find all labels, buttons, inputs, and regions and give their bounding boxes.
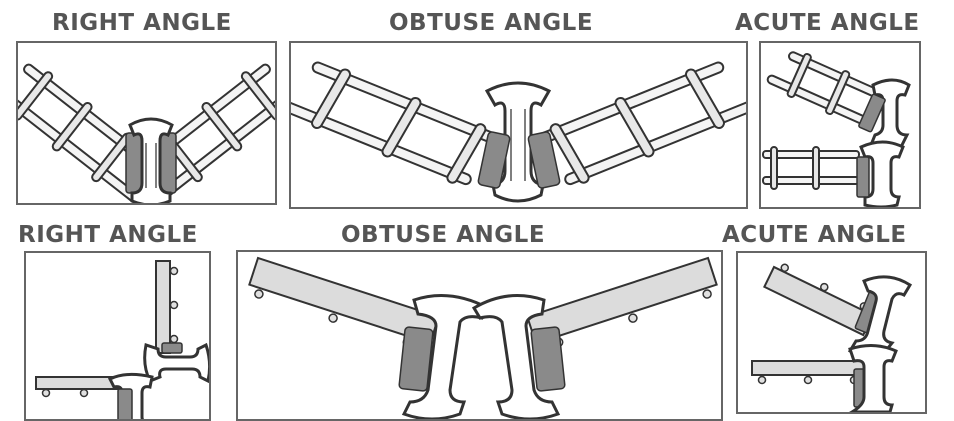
diagram-top-obtuse-angle	[289, 41, 748, 209]
acute-angle-ladder-illustration	[762, 51, 911, 207]
diagram-top-right-angle	[16, 41, 277, 205]
obtuse-angle-bar-illustration	[248, 256, 718, 419]
label-bottom-acute-angle: ACUTE ANGLE	[722, 222, 907, 248]
right-angle-ladder-illustration	[18, 63, 275, 203]
acute-angle-bar-illustration	[751, 263, 913, 412]
obtuse-angle-ladder-illustration	[291, 61, 746, 203]
diagram-bottom-obtuse-angle	[236, 250, 723, 421]
right-angle-bar-illustration	[35, 260, 209, 419]
label-top-obtuse-angle: OBTUSE ANGLE	[389, 10, 594, 36]
diagram-top-acute-angle	[759, 41, 921, 209]
label-top-right-angle: RIGHT ANGLE	[52, 10, 232, 36]
diagram-bottom-right-angle	[24, 251, 211, 421]
diagram-bottom-acute-angle	[736, 251, 927, 414]
label-bottom-obtuse-angle: OBTUSE ANGLE	[341, 222, 546, 248]
label-top-acute-angle: ACUTE ANGLE	[735, 10, 920, 36]
label-bottom-right-angle: RIGHT ANGLE	[18, 222, 198, 248]
